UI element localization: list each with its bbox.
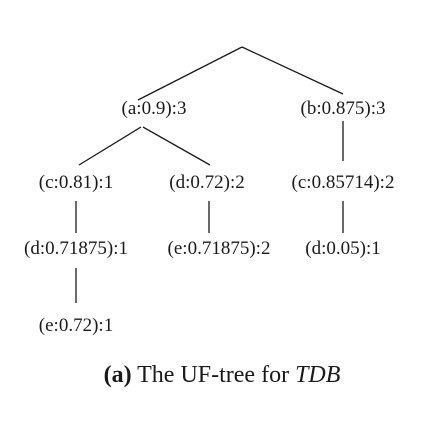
tree-edge-a-to-a-d xyxy=(142,126,211,166)
tree-edge-root-to-b xyxy=(241,46,344,95)
caption-tag: (a) xyxy=(103,362,132,388)
tree-nodes: (a:0.9):3 (b:0.875):3 (c:0.81):1 (d:0.72):2… xyxy=(24,98,394,336)
tree-node-b-c: (c:0.85714):2 xyxy=(292,172,395,193)
tree-node-a: (a:0.9):3 xyxy=(122,98,187,119)
tree-node-a-c-d: (d:0.71875):1 xyxy=(24,238,128,259)
caption-text: The UF-tree for xyxy=(131,362,296,388)
tree-node-a-c-d-e: (e:0.72):1 xyxy=(39,315,113,336)
tree-node-b-c-d: (d:0.05):1 xyxy=(305,238,380,259)
caption-math: TDB xyxy=(295,362,341,388)
tree-node-a-d: (d:0.72):2 xyxy=(169,172,244,193)
tree-node-a-d-e: (e:0.71875):2 xyxy=(168,238,271,259)
figure-caption: (a) The UF-tree for TDB xyxy=(0,362,444,389)
tree-node-a-c: (c:0.81):1 xyxy=(39,172,113,193)
tree-edge-root-to-a xyxy=(137,46,243,101)
tree-node-b: (b:0.875):3 xyxy=(301,98,386,119)
tree-edge-a-to-a-c xyxy=(78,126,142,166)
tree-edges xyxy=(75,46,344,303)
